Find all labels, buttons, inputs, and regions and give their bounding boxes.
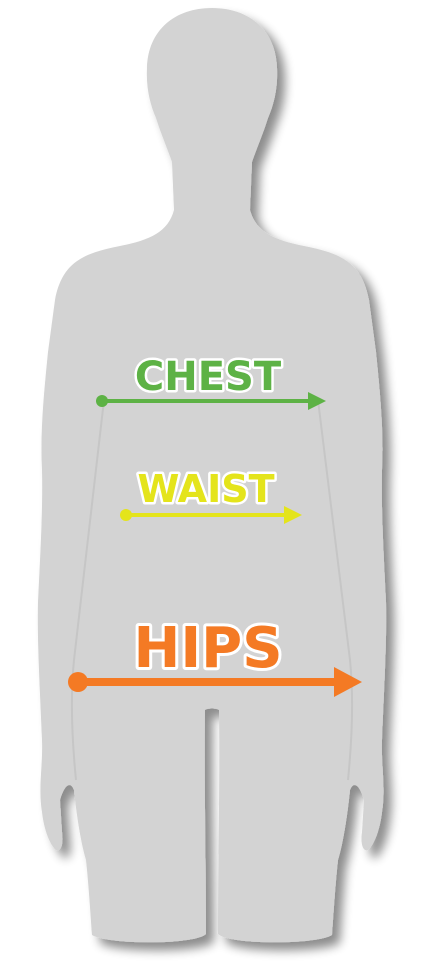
hips-arrow-start-dot (68, 672, 88, 692)
waist-label: WAIST (137, 467, 274, 511)
chest-arrow-start-dot (96, 395, 108, 407)
hips-label: HIPS (133, 616, 282, 681)
chest-label: CHEST (135, 354, 282, 400)
waist-arrow-start-dot (120, 509, 132, 521)
